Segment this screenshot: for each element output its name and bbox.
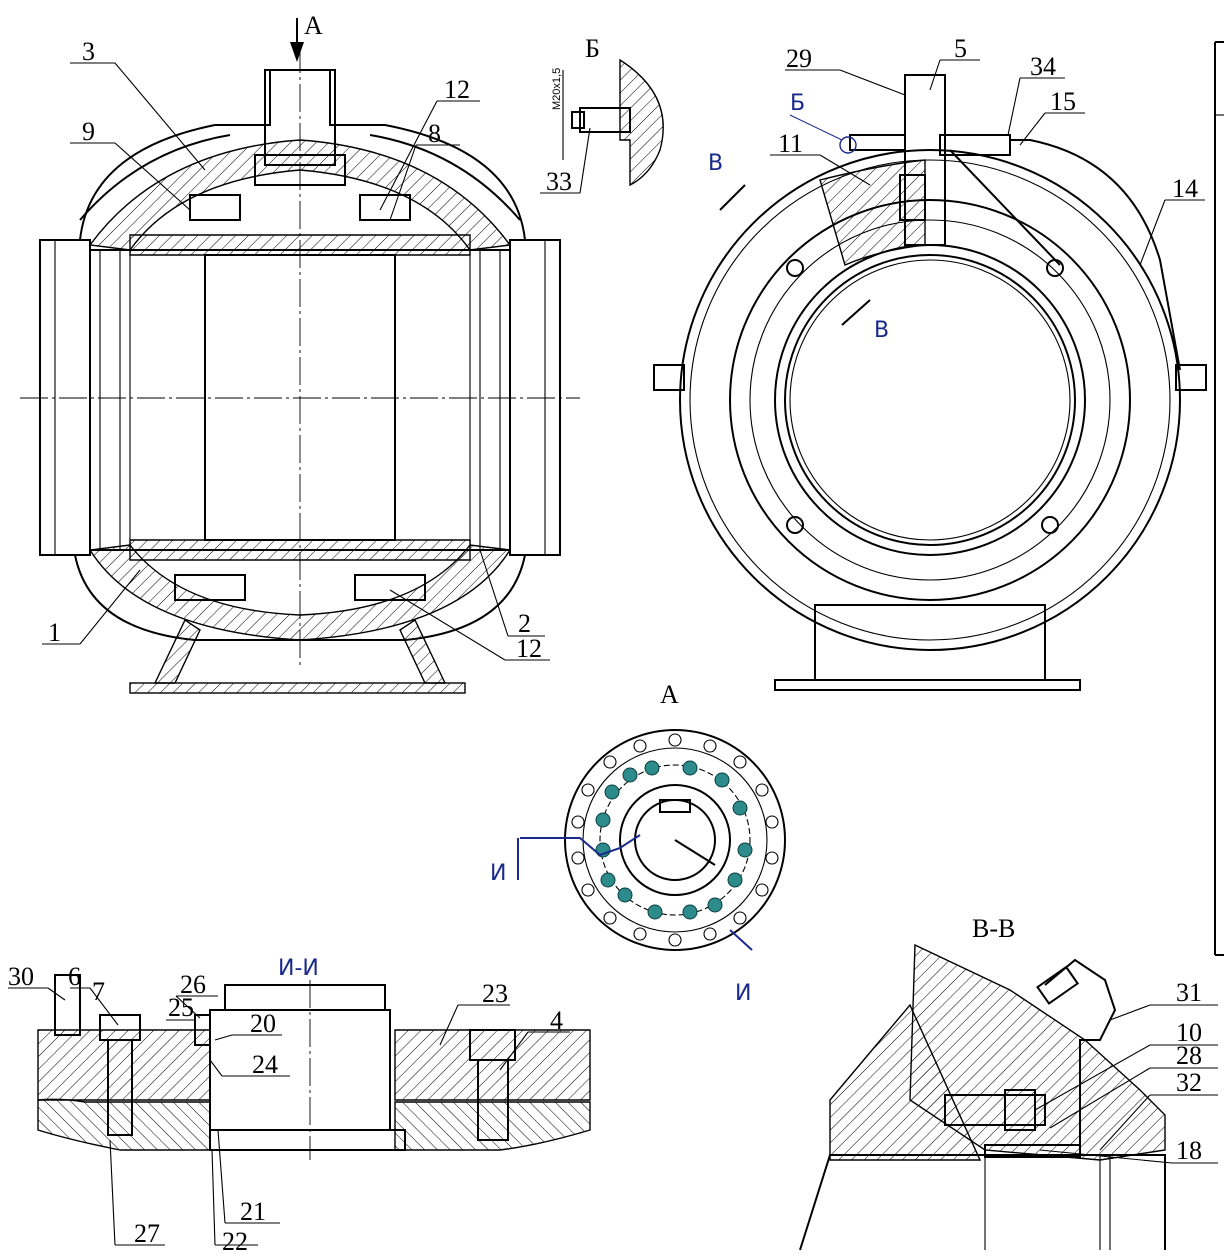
callout-14: 14 <box>1172 174 1198 203</box>
callout-21: 21 <box>240 1197 266 1226</box>
view-a-top: А И И <box>490 680 786 1006</box>
section-v-mark-bottom: В <box>874 318 889 343</box>
detail-b-view: Б М20х1,5 33 <box>540 34 664 196</box>
section-i-mark-left: И <box>490 861 506 886</box>
callout-11: 11 <box>778 129 803 158</box>
callout-23: 23 <box>482 979 508 1008</box>
callout-29: 29 <box>786 44 812 73</box>
callout-27: 27 <box>134 1219 160 1248</box>
section-vv-view: В-В 31 10 28 32 18 <box>799 914 1218 1251</box>
section-v-mark-top: В <box>708 151 723 176</box>
callout-24: 24 <box>252 1050 278 1079</box>
callout-20: 20 <box>250 1009 276 1038</box>
callout-9: 9 <box>82 117 95 146</box>
callout-4: 4 <box>550 1006 563 1035</box>
callout-31: 31 <box>1176 978 1202 1007</box>
section-ii-title: И-И <box>278 956 319 981</box>
section-ii-view: И-И 30 6 7 26 25 <box>8 956 591 1256</box>
callout-26: 26 <box>180 970 206 999</box>
callout-8: 8 <box>428 119 441 148</box>
callout-30: 30 <box>8 962 34 991</box>
flange-holes <box>571 733 779 947</box>
section-vv-title: В-В <box>972 914 1015 943</box>
detail-b-title: Б <box>585 34 600 63</box>
callout-34: 34 <box>1030 52 1056 81</box>
side-b-mark: Б <box>790 91 805 116</box>
callout-28: 28 <box>1176 1041 1202 1070</box>
side-view: В В Б 29 5 34 15 11 14 <box>653 34 1207 691</box>
callout-32: 32 <box>1176 1068 1202 1097</box>
detail-b-thread: М20х1,5 <box>551 68 563 110</box>
callout-12-bottom: 12 <box>516 634 542 663</box>
callout-33: 33 <box>546 167 572 196</box>
callout-25: 25 <box>168 993 194 1022</box>
callout-12-top: 12 <box>444 75 470 104</box>
callout-2: 2 <box>518 609 531 638</box>
callout-22: 22 <box>222 1227 248 1256</box>
view-a-title: А <box>660 680 679 709</box>
callout-3: 3 <box>82 37 95 66</box>
callout-15: 15 <box>1050 87 1076 116</box>
callout-7: 7 <box>92 977 105 1006</box>
drawing-frame <box>1214 41 1224 956</box>
callout-18: 18 <box>1176 1136 1202 1165</box>
callout-10: 10 <box>1176 1018 1202 1047</box>
callout-6: 6 <box>68 962 81 991</box>
callout-5: 5 <box>954 34 967 63</box>
view-a-arrow-label: А <box>304 11 323 40</box>
section-i-mark-right: И <box>735 981 751 1006</box>
front-section-view: А 3 9 12 8 1 2 12 <box>20 11 580 694</box>
callout-1: 1 <box>48 618 61 647</box>
